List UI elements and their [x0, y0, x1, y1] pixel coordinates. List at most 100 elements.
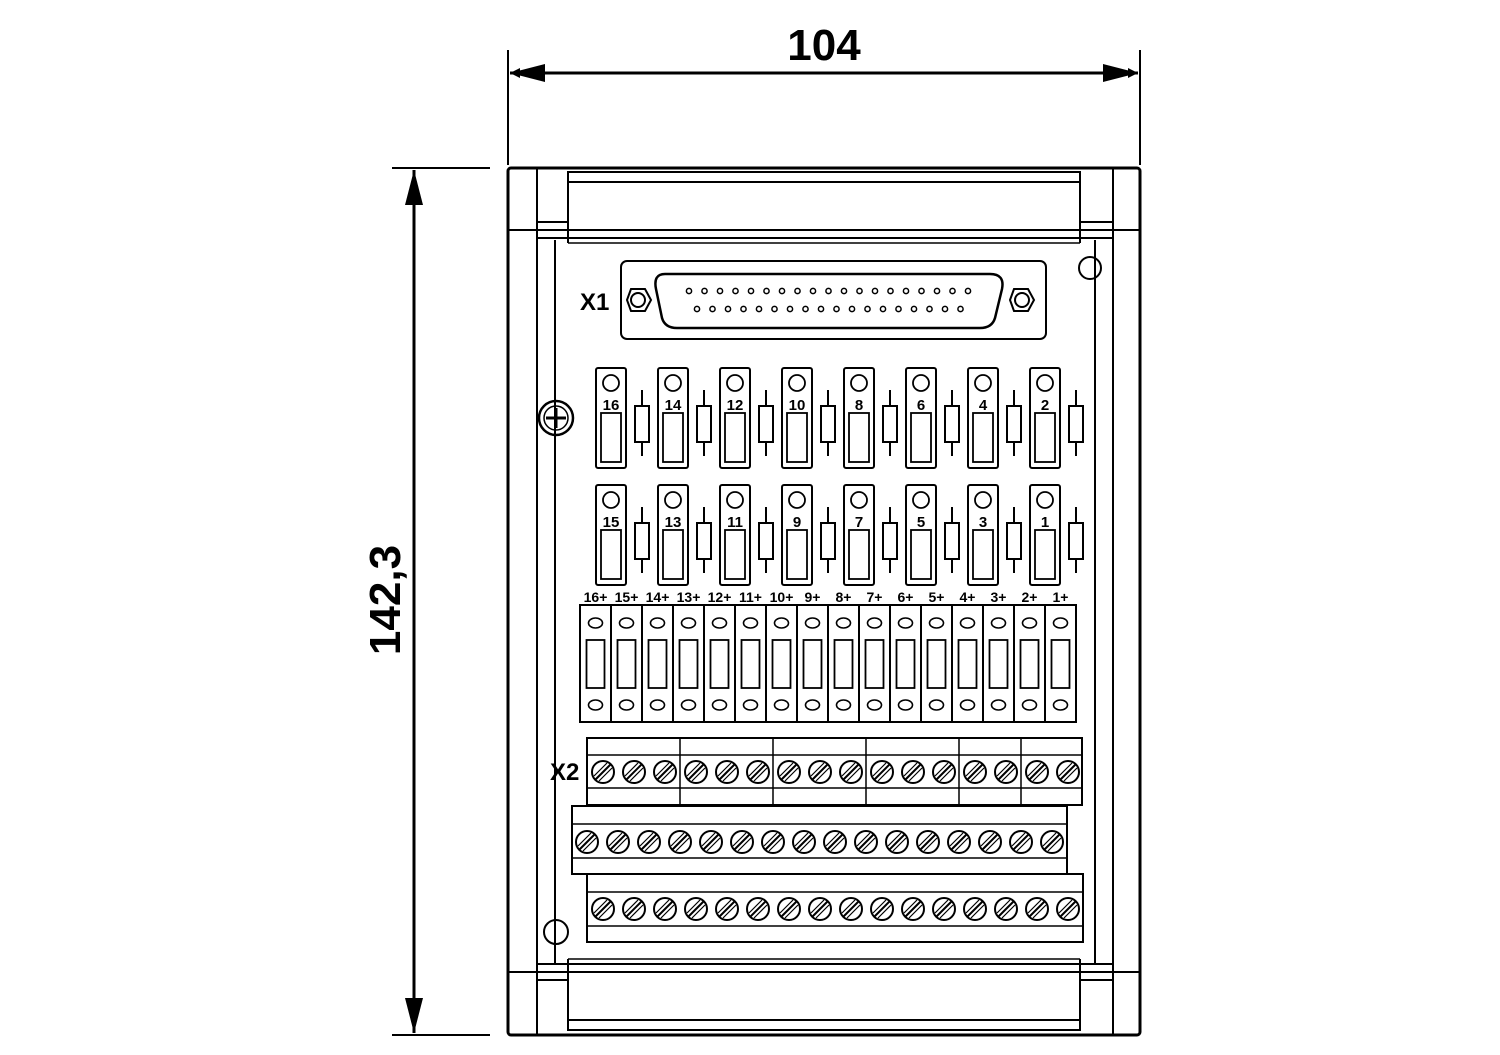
screw-icon: [637, 830, 661, 854]
x2-label: X2: [550, 759, 579, 786]
blade-terminal: [703, 605, 730, 722]
screw-terminal-row-3: [586, 873, 1084, 943]
screw-icon: [994, 760, 1018, 784]
fuse-number: 10: [789, 397, 806, 414]
fuse-holder: 13: [657, 484, 689, 586]
terminal-labels: 16+15+14+13+12+11+10+9+8+7+6+5+4+3+2+1+: [584, 589, 1069, 605]
terminal-label: 8+: [836, 589, 852, 605]
led-indicator-icon: [758, 390, 774, 456]
led-indicator-icon: [634, 390, 650, 456]
led-indicator-icon: [1068, 507, 1084, 573]
dsub-pin: [701, 287, 708, 295]
screw-icon: [777, 760, 801, 784]
width-dimension-label: 104: [787, 21, 861, 70]
dsub-pin: [709, 305, 716, 313]
screw-icon: [839, 760, 863, 784]
screw-icon: [885, 830, 909, 854]
screw-icon: [591, 897, 615, 921]
blade-terminal: [734, 605, 761, 722]
fuse-number: 12: [727, 397, 744, 414]
screw-icon: [715, 760, 739, 784]
dsub-pin: [740, 305, 747, 313]
fuse-number: 2: [1041, 397, 1049, 414]
screw-icon: [668, 830, 692, 854]
dsub-pin: [964, 287, 972, 295]
terminal-block-strip: [579, 604, 1077, 723]
dsub-pin: [887, 287, 894, 295]
dsub-pin: [864, 305, 871, 313]
dsub-pin: [809, 287, 817, 295]
screw-icon: [932, 760, 956, 784]
screw-icon: [622, 760, 646, 784]
fuse-holder: 5: [905, 484, 937, 586]
screw-terminal-row-2: [571, 805, 1068, 875]
height-dimension: 142,3: [361, 167, 490, 1036]
ground-screw-icon: [537, 399, 575, 437]
mounting-hole: [543, 919, 569, 945]
fuse-number: 4: [979, 397, 988, 414]
screw-icon: [808, 760, 832, 784]
dsub-pin: [941, 305, 949, 313]
mounting-hole: [1078, 256, 1102, 280]
led-indicator-icon: [944, 390, 960, 456]
fuse-number: 15: [603, 514, 620, 531]
fuse-number: 11: [727, 514, 743, 531]
screw-icon: [1040, 830, 1064, 854]
fuse-holder: 6: [905, 367, 937, 469]
fuse-holder: 2: [1029, 367, 1061, 469]
screw-icon: [1056, 897, 1080, 921]
dsub-pin: [848, 305, 856, 313]
dsub-pin: [871, 287, 879, 295]
x2-terminal-block: X2: [550, 737, 1084, 943]
blade-terminal: [858, 605, 885, 722]
terminal-label: 16+: [584, 589, 608, 605]
screw-icon: [854, 830, 878, 854]
terminal-label: 4+: [960, 589, 976, 605]
blade-terminal: [920, 605, 947, 722]
terminal-label: 14+: [646, 589, 670, 605]
led-indicator-icon: [634, 507, 650, 573]
dsub-pin: [685, 287, 693, 295]
dsub-pin: [856, 287, 863, 295]
height-dimension-label: 142,3: [361, 545, 410, 655]
dsub-pins: [685, 287, 972, 313]
fuse-holder: 8: [843, 367, 875, 469]
screw-icon: [591, 760, 615, 784]
blade-terminal: [610, 605, 637, 722]
blade-terminal: [951, 605, 978, 722]
screw-icon: [963, 760, 987, 784]
dsub-pin: [747, 287, 755, 295]
screw-icon: [622, 897, 646, 921]
screw-icon: [684, 897, 708, 921]
screw-icon: [994, 897, 1018, 921]
blade-terminal: [889, 605, 916, 722]
led-indicator-icon: [696, 507, 712, 573]
terminal-label: 13+: [677, 589, 701, 605]
screw-icon: [606, 830, 630, 854]
screw-icon: [1025, 897, 1049, 921]
screw-icon: [808, 897, 832, 921]
dsub-pin: [786, 305, 794, 313]
dsub-pin: [926, 305, 933, 313]
blade-terminal: [827, 605, 854, 722]
fuse-holder: 7: [843, 484, 875, 586]
terminal-label: 9+: [805, 589, 821, 605]
dsub-pin: [716, 287, 724, 295]
led-indicator-icon: [758, 507, 774, 573]
fuse-holder: 12: [719, 367, 751, 469]
terminal-label: 15+: [615, 589, 639, 605]
dsub-pin: [763, 287, 770, 295]
fuse-number: 8: [855, 397, 863, 414]
terminal-label: 7+: [867, 589, 883, 605]
fuse-number: 7: [855, 514, 863, 531]
terminal-label: 6+: [898, 589, 914, 605]
led-indicator-icon: [882, 507, 898, 573]
screw-icon: [1009, 830, 1033, 854]
screw-icon: [916, 830, 940, 854]
fuse-number: 3: [979, 514, 987, 531]
blade-terminal: [672, 605, 699, 722]
fuse-holder: 14: [657, 367, 689, 469]
dsub-pin: [771, 305, 778, 313]
